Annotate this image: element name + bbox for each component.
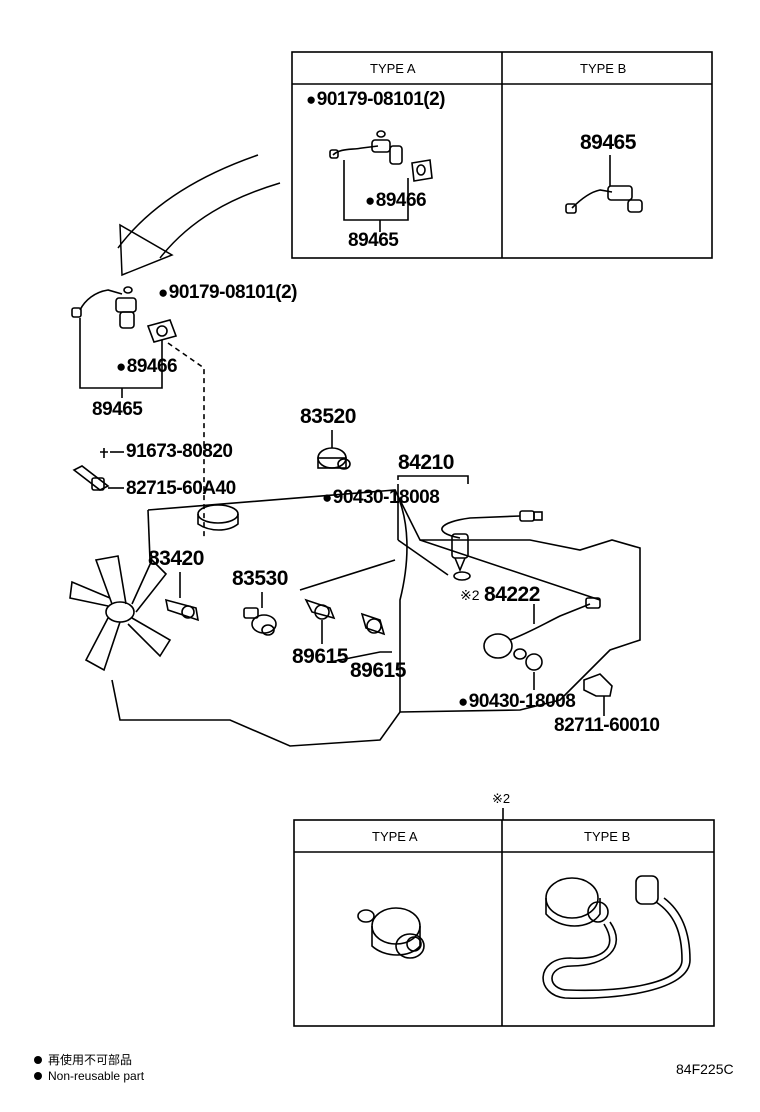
- sensor-label: 89465: [92, 399, 143, 420]
- part-89615-a-label: 89615: [292, 645, 348, 668]
- part-84222-label: 84222: [484, 583, 540, 606]
- part-89615-b-label: 89615: [350, 659, 406, 682]
- screw-label: 91673-80820: [126, 441, 233, 462]
- part-83520-label: 83520: [300, 405, 356, 428]
- top-a-sensor-label: 89465: [348, 230, 399, 251]
- diagram-code: 84F225C: [676, 1061, 734, 1077]
- top-table-type-a-header: TYPE A: [370, 61, 416, 76]
- bracket-label: 82711-60010: [554, 715, 660, 736]
- top-a-bolt-label: 90179-08101(2): [306, 90, 446, 109]
- bottom-table-type-b-header: TYPE B: [584, 829, 631, 844]
- top-b-sensor-label: 89465: [580, 131, 636, 154]
- washer-1-label: 90430-18008: [322, 488, 440, 507]
- ref-mark-2: ※2: [460, 587, 480, 603]
- legend-japanese: 再使用不可部品: [48, 1053, 133, 1067]
- bolt-label: 90179-08101(2): [158, 283, 298, 302]
- legend-english: Non-reusable part: [48, 1069, 145, 1083]
- washer-2-label: 90430-18008: [458, 692, 576, 711]
- part-84210-label: 84210: [398, 451, 454, 474]
- top-table-type-b-header: TYPE B: [580, 61, 627, 76]
- part-83530-label: 83530: [232, 567, 288, 590]
- bottom-ref-mark: ※2: [492, 791, 511, 806]
- bottom-table-type-a-header: TYPE A: [372, 829, 418, 844]
- top-a-gasket-label: 89466: [365, 191, 427, 210]
- gasket-label: 89466: [116, 357, 178, 376]
- clamp-label: 82715-60A40: [126, 478, 236, 499]
- part-83420-label: 83420: [148, 547, 204, 570]
